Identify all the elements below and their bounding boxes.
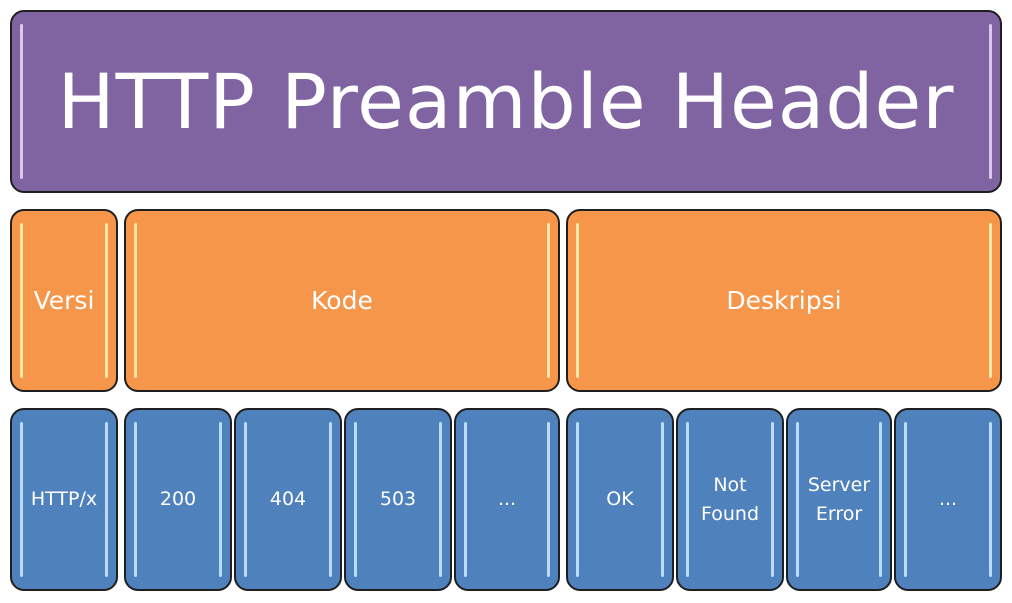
item-label: HTTP/x	[30, 488, 98, 510]
section-kode: Kode	[124, 209, 560, 392]
item-label: ...	[938, 488, 958, 510]
section-label: Kode	[311, 286, 373, 315]
section-label: Deskripsi	[726, 286, 842, 315]
item-label: Server Error	[807, 473, 871, 525]
item-box: Not Found	[676, 408, 784, 591]
section-label: Versi	[33, 286, 95, 315]
header-box: HTTP Preamble Header	[10, 10, 1002, 193]
item-label: 200	[159, 488, 197, 510]
item-label: 404	[269, 488, 307, 510]
item-box: 200	[124, 408, 232, 591]
section-versi: Versi	[10, 209, 118, 392]
item-box: Server Error	[786, 408, 892, 591]
item-label: OK	[606, 488, 634, 510]
item-box: 503	[344, 408, 452, 591]
item-label: 503	[379, 488, 417, 510]
item-box: OK	[566, 408, 674, 591]
header-title: HTTP Preamble Header	[57, 57, 955, 146]
item-box: 404	[234, 408, 342, 591]
item-box: ...	[894, 408, 1002, 591]
item-box: ...	[454, 408, 560, 591]
section-deskripsi: Deskripsi	[566, 209, 1002, 392]
item-box: HTTP/x	[10, 408, 118, 591]
item-label: Not Found	[700, 473, 760, 525]
item-label: ...	[497, 488, 517, 510]
